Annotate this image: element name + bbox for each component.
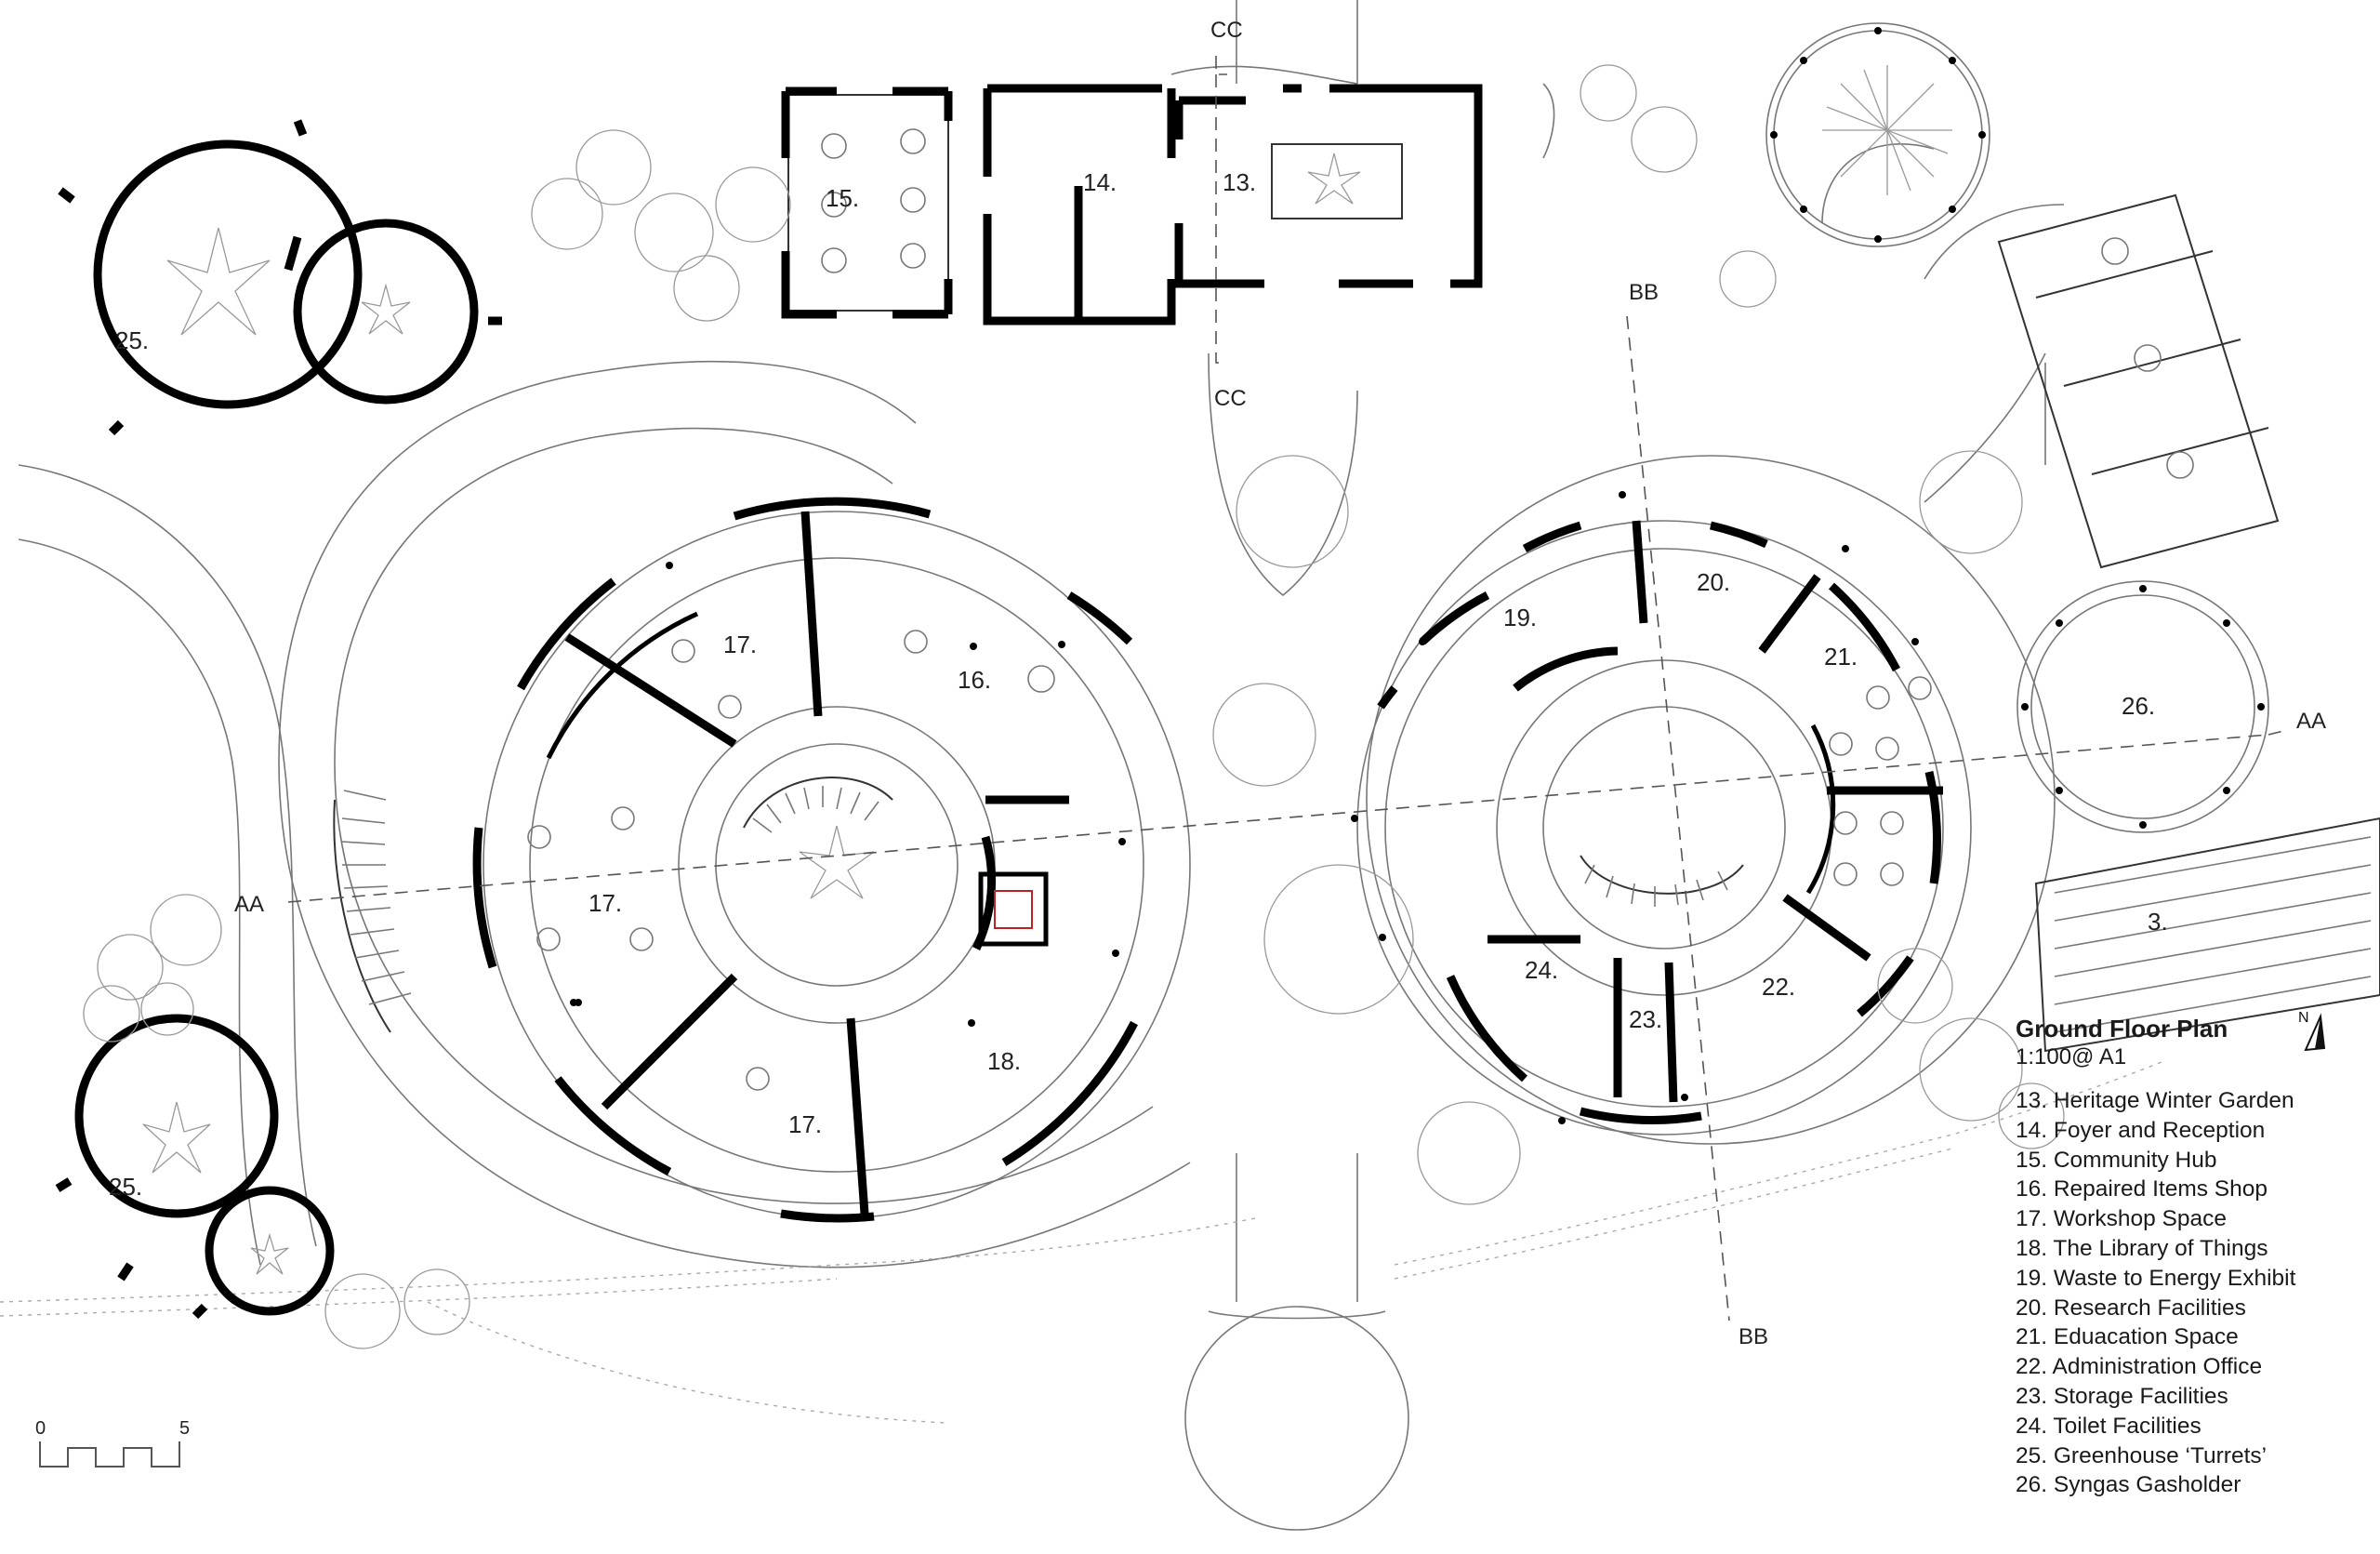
room-label-14: 14.: [1083, 168, 1117, 196]
turret-plant-icon: [166, 227, 271, 336]
room-label-13: 13.: [1223, 168, 1256, 196]
north-label: N: [2298, 1010, 2309, 1026]
building-left-circular: 17. 16. 17. 18. 17.: [472, 497, 1191, 1223]
room-label-26: 26.: [2122, 692, 2155, 720]
scale-bar-end: 5: [179, 1418, 190, 1439]
section-label-bb-bottom: BB: [1739, 1324, 1768, 1349]
room-label-25-top: 25.: [115, 326, 149, 354]
room-label-15: 15.: [826, 184, 859, 212]
room-label-24: 24.: [1525, 956, 1558, 984]
room-label-22: 22.: [1762, 973, 1795, 1001]
legend-item: 13. Heritage Winter Garden: [2016, 1088, 2294, 1113]
gasholder-26: 26.: [2016, 580, 2269, 833]
landscape-paths: [0, 0, 2167, 1531]
scale-bar: 0 5: [35, 1418, 190, 1468]
legend-item: 16. Repaired Items Shop: [2016, 1176, 2268, 1202]
site-trees: [83, 64, 2065, 1349]
entrance-steps: [333, 790, 412, 1033]
room-label-20: 20.: [1697, 568, 1730, 596]
legend-item: 25. Greenhouse ‘Turrets’: [2016, 1442, 2268, 1468]
room-label-3: 3.: [2148, 908, 2168, 936]
legend-item: 17. Workshop Space: [2016, 1206, 2227, 1232]
legend-item: 26. Syngas Gasholder: [2016, 1472, 2241, 1498]
legend-item: 24. Toilet Facilities: [2016, 1413, 2202, 1439]
scale-bar-start: 0: [35, 1418, 46, 1439]
legend-item: 20. Research Facilities: [2016, 1295, 2246, 1321]
room-label-18: 18.: [987, 1047, 1021, 1075]
plan-legend: Ground Floor Plan 1:100@ A1 13. Heritage…: [2016, 1014, 2369, 1500]
right-building-columns: [1351, 491, 1919, 1124]
room-label-17-south: 17.: [788, 1110, 822, 1138]
legend-item: 18. The Library of Things: [2016, 1235, 2268, 1261]
turret-bottom-small-plant-icon: [250, 1232, 289, 1275]
winter-garden-plant-icon: [1307, 153, 1361, 205]
legend-item: 14. Foyer and Reception: [2016, 1117, 2266, 1143]
section-lines: CC CC BB BB AA AA: [234, 18, 2326, 1349]
education-tables: [1829, 676, 1932, 886]
left-building-columns: [570, 562, 1126, 1027]
building-right-circular: 19. 20. 21. 22. 23. 24.: [1351, 491, 1972, 1136]
workshop-tables: [527, 630, 1055, 1091]
room-label-17-west: 17.: [588, 889, 622, 917]
room-label-23: 23.: [1629, 1005, 1662, 1033]
room-label-21: 21.: [1824, 643, 1858, 671]
north-arrow-icon: N: [2298, 1010, 2326, 1052]
room-label-17-north: 17.: [723, 631, 757, 658]
section-label-cc-top: CC: [1210, 18, 1243, 43]
accessible-parking: [1997, 193, 2280, 569]
section-label-aa-left: AA: [234, 892, 264, 917]
legend-item: 19. Waste to Energy Exhibit: [2016, 1265, 2296, 1291]
room-label-16: 16.: [958, 666, 991, 694]
large-tree-top-right: [1822, 65, 1952, 195]
legend-item: 21. Eduacation Space: [2016, 1324, 2239, 1350]
legend-title: Ground Floor Plan: [2016, 1015, 2228, 1043]
turret-bottom-plant-icon: [142, 1101, 211, 1174]
section-label-bb-top: BB: [1629, 280, 1659, 305]
legend-item: 22. Administration Office: [2016, 1354, 2263, 1380]
area-3: 3.: [2034, 817, 2380, 1053]
turret-small-plant-icon: [361, 283, 411, 335]
gasholder-26-columns: [2021, 585, 2265, 829]
atrium-plant-icon: [799, 825, 875, 899]
legend-item: 23. Storage Facilities: [2016, 1383, 2228, 1409]
room-label-25-bottom: 25.: [109, 1173, 142, 1201]
legend-scale: 1:100@ A1: [2016, 1044, 2127, 1069]
section-label-cc-bottom: CC: [1214, 386, 1247, 411]
legend-item: 15. Community Hub: [2016, 1147, 2217, 1173]
greenhouse-turret-top: 25.: [58, 119, 502, 436]
gasholder-top-columns: [1770, 27, 1986, 243]
greenhouse-turret-bottom: 25.: [55, 1014, 335, 1320]
gasholder-top-right: [1765, 22, 1990, 247]
section-label-aa-right: AA: [2296, 709, 2326, 734]
room-label-19: 19.: [1503, 604, 1537, 631]
building-13-15: 15. 14. 13.: [781, 84, 1483, 325]
community-hub-tables: [821, 128, 926, 273]
